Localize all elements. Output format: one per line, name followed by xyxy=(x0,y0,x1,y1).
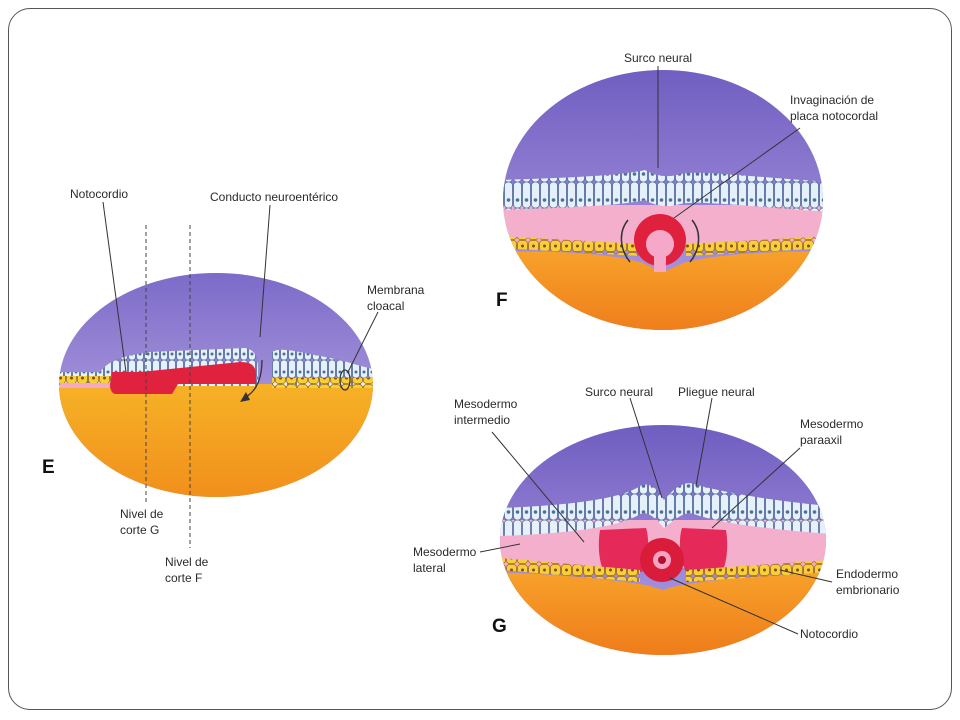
label-meso-int-1: Mesodermo xyxy=(454,397,518,411)
label-meso-par-2: paraaxil xyxy=(800,433,842,447)
panel-e: Notocordio Conducto neuroentérico Membra… xyxy=(42,187,425,585)
label-endo-1: Endodermo xyxy=(836,567,898,581)
paraxial-mesoderm-right xyxy=(679,528,728,572)
panel-g: Mesodermo intermedio Surco neural Pliegu… xyxy=(413,385,900,655)
ectoderm-f xyxy=(503,170,823,212)
label-nivel-f-1: Nivel de xyxy=(165,555,209,569)
label-membrana-1: Membrana xyxy=(367,283,425,297)
panel-letter-f: F xyxy=(496,290,508,311)
label-notocordio-g: Notocordio xyxy=(800,627,858,641)
label-conducto: Conducto neuroentérico xyxy=(210,190,338,204)
label-meso-lat-2: lateral xyxy=(413,561,446,575)
label-invag-2: placa notocordal xyxy=(790,109,878,123)
ectoderm-e-right xyxy=(272,349,373,386)
label-endo-2: embrionario xyxy=(836,583,900,597)
paraxial-mesoderm-left xyxy=(598,528,649,572)
label-membrana-2: cloacal xyxy=(367,299,404,313)
label-nivel-f-2: corte F xyxy=(165,571,202,585)
label-meso-int-2: intermedio xyxy=(454,413,510,427)
label-surco-g: Surco neural xyxy=(585,385,653,399)
label-notocordio-e: Notocordio xyxy=(70,187,128,201)
label-pliegue: Pliegue neural xyxy=(678,385,755,399)
label-meso-lat-1: Mesodermo xyxy=(413,545,477,559)
label-surco-f: Surco neural xyxy=(624,51,692,65)
ectoderm-g xyxy=(500,483,826,536)
label-nivel-g-2: corte G xyxy=(120,523,159,537)
label-meso-par-1: Mesodermo xyxy=(800,417,864,431)
panel-f: Surco neural Invaginación de placa notoc… xyxy=(496,51,878,330)
label-invag-1: Invaginación de xyxy=(790,93,874,107)
panel-letter-e: E xyxy=(42,457,55,478)
label-nivel-g-1: Nivel de xyxy=(120,507,164,521)
panel-letter-g: G xyxy=(492,616,507,637)
